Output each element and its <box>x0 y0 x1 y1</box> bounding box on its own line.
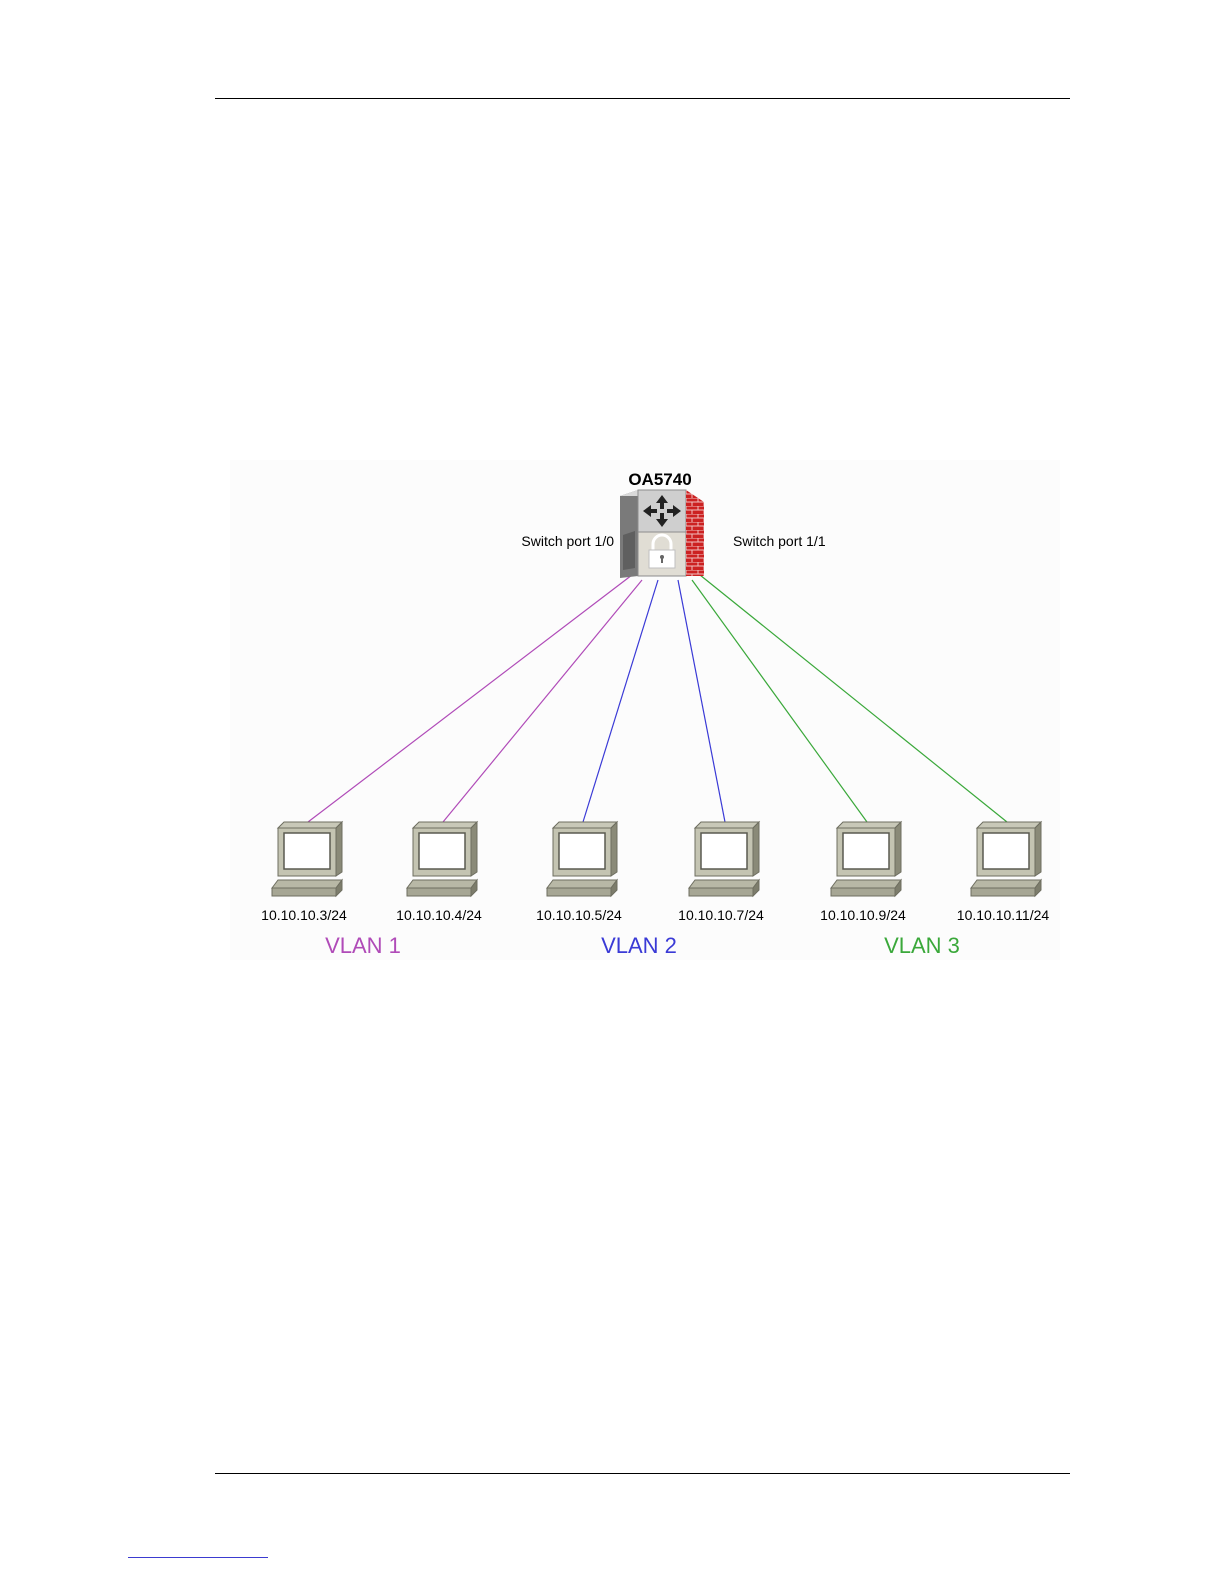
host-ip-label: 10.10.10.11/24 <box>957 907 1050 923</box>
link-line <box>583 580 658 822</box>
footer-rule <box>215 1473 1070 1474</box>
host-group <box>272 822 1041 896</box>
link-lines <box>308 575 1007 822</box>
host-ip-label: 10.10.10.9/24 <box>820 907 906 923</box>
right-port-label: Switch port 1/1 <box>733 533 826 549</box>
network-diagram: OA5740 Switch port 1/0 Switch port 1/1 1… <box>230 460 1060 960</box>
vlan-label-1: VLAN 1 <box>325 933 401 958</box>
link-line <box>443 580 642 822</box>
header-rule <box>215 98 1070 99</box>
firewall-icon <box>686 490 704 576</box>
vlan-label-3: VLAN 3 <box>884 933 960 958</box>
vlan-label-2: VLAN 2 <box>601 933 677 958</box>
host-computer <box>407 822 477 896</box>
host-computer <box>547 822 617 896</box>
host-computer <box>831 822 901 896</box>
host-computer <box>971 822 1041 896</box>
link-line <box>308 575 632 822</box>
left-port-label: Switch port 1/0 <box>521 533 614 549</box>
host-computer <box>272 822 342 896</box>
switch-firewall-icon <box>620 490 704 578</box>
host-ip-label: 10.10.10.7/24 <box>678 907 764 923</box>
device-name: OA5740 <box>628 470 691 489</box>
host-ip-label: 10.10.10.4/24 <box>396 907 482 923</box>
host-computer <box>689 822 759 896</box>
host-ip-label: 10.10.10.3/24 <box>261 907 347 923</box>
link-line <box>700 575 1007 822</box>
footnote-link-underline <box>128 1557 268 1558</box>
host-ip-label: 10.10.10.5/24 <box>536 907 622 923</box>
